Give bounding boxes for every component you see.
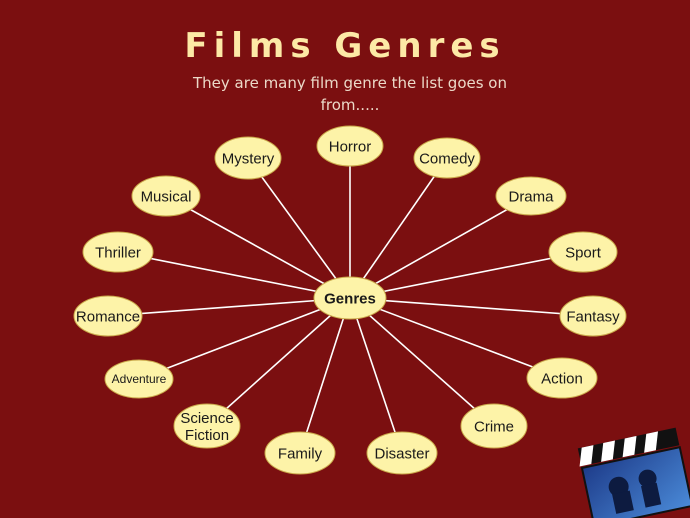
genre-node-science-fiction-ellipse — [173, 403, 241, 449]
genre-node-musical: Musical — [131, 175, 201, 217]
genre-node-family: Family — [264, 431, 336, 475]
genre-node-drama-ellipse — [495, 176, 567, 216]
genre-node-mystery-ellipse — [214, 136, 282, 180]
genre-node-thriller: Thriller — [82, 231, 154, 273]
connector-family — [299, 297, 351, 454]
connector-romance — [107, 297, 351, 317]
genre-node-science-fiction-label: Fiction — [185, 427, 229, 444]
genre-node-action-ellipse — [526, 357, 598, 399]
genre-node-adventure: Adventure — [104, 359, 174, 399]
genre-node-romance-ellipse — [73, 295, 143, 337]
slide-subtitle: They are many film genre the list goes o… — [193, 74, 507, 114]
genre-node-science-fiction-label: Science — [180, 410, 233, 427]
slide-title: Films Genres — [184, 26, 506, 66]
connector-musical — [165, 195, 351, 299]
genre-node-drama: Drama — [495, 176, 567, 216]
genre-node-disaster-ellipse — [366, 431, 438, 475]
genre-node-musical-label: Musical — [141, 188, 192, 205]
center-node-genres-ellipse — [313, 276, 387, 320]
connector-disaster — [349, 297, 403, 454]
connector-sport — [349, 251, 584, 299]
genre-node-disaster-label: Disaster — [374, 445, 429, 462]
connector-adventure — [138, 297, 351, 380]
center-node-genres: Genres — [313, 276, 387, 320]
genre-node-crime-label: Crime — [474, 418, 514, 435]
genre-node-romance: Romance — [73, 295, 143, 337]
genre-node-disaster: Disaster — [366, 431, 438, 475]
genre-node-sport-label: Sport — [565, 244, 602, 261]
connector-thriller — [117, 251, 351, 299]
genre-node-musical-ellipse — [131, 175, 201, 217]
genre-node-crime-ellipse — [460, 403, 528, 449]
genre-node-action: Action — [526, 357, 598, 399]
genre-node-mystery: Mystery — [214, 136, 282, 180]
genre-node-fantasy: Fantasy — [559, 295, 627, 337]
connector-lines — [107, 146, 594, 454]
connector-crime — [349, 297, 495, 427]
genre-node-horror-label: Horror — [329, 138, 372, 155]
genre-node-action-label: Action — [541, 370, 583, 387]
genre-node-fantasy-ellipse — [559, 295, 627, 337]
connector-action — [349, 297, 563, 379]
genre-node-drama-label: Drama — [508, 188, 554, 205]
center-node-genres-label: Genres — [324, 290, 376, 307]
genre-node-thriller-label: Thriller — [95, 244, 141, 261]
genre-node-family-ellipse — [264, 431, 336, 475]
genre-node-mystery-label: Mystery — [222, 150, 275, 167]
genre-node-comedy-ellipse — [413, 137, 481, 179]
genre-node-horror: Horror — [316, 125, 384, 167]
connector-comedy — [349, 157, 448, 299]
genre-node-crime: Crime — [460, 403, 528, 449]
film-clapperboard-icon — [577, 427, 690, 518]
genre-node-sport-ellipse — [548, 231, 618, 273]
genre-node-horror-ellipse — [316, 125, 384, 167]
connector-mystery — [247, 157, 351, 299]
genre-node-family-label: Family — [278, 445, 323, 462]
genre-node-sport: Sport — [548, 231, 618, 273]
connector-fantasy — [349, 297, 594, 317]
genre-node-adventure-ellipse — [104, 359, 174, 399]
genre-nodes: HorrorComedyDramaSportFantasyActionCrime… — [73, 125, 627, 475]
genre-node-romance-label: Romance — [76, 308, 140, 325]
genre-node-comedy: Comedy — [413, 137, 481, 179]
genre-node-adventure-label: Adventure — [112, 372, 167, 386]
connector-science-fiction — [206, 297, 351, 427]
genre-node-fantasy-label: Fantasy — [566, 308, 620, 325]
genre-node-thriller-ellipse — [82, 231, 154, 273]
genre-node-comedy-label: Comedy — [419, 150, 475, 167]
connector-drama — [349, 195, 532, 299]
